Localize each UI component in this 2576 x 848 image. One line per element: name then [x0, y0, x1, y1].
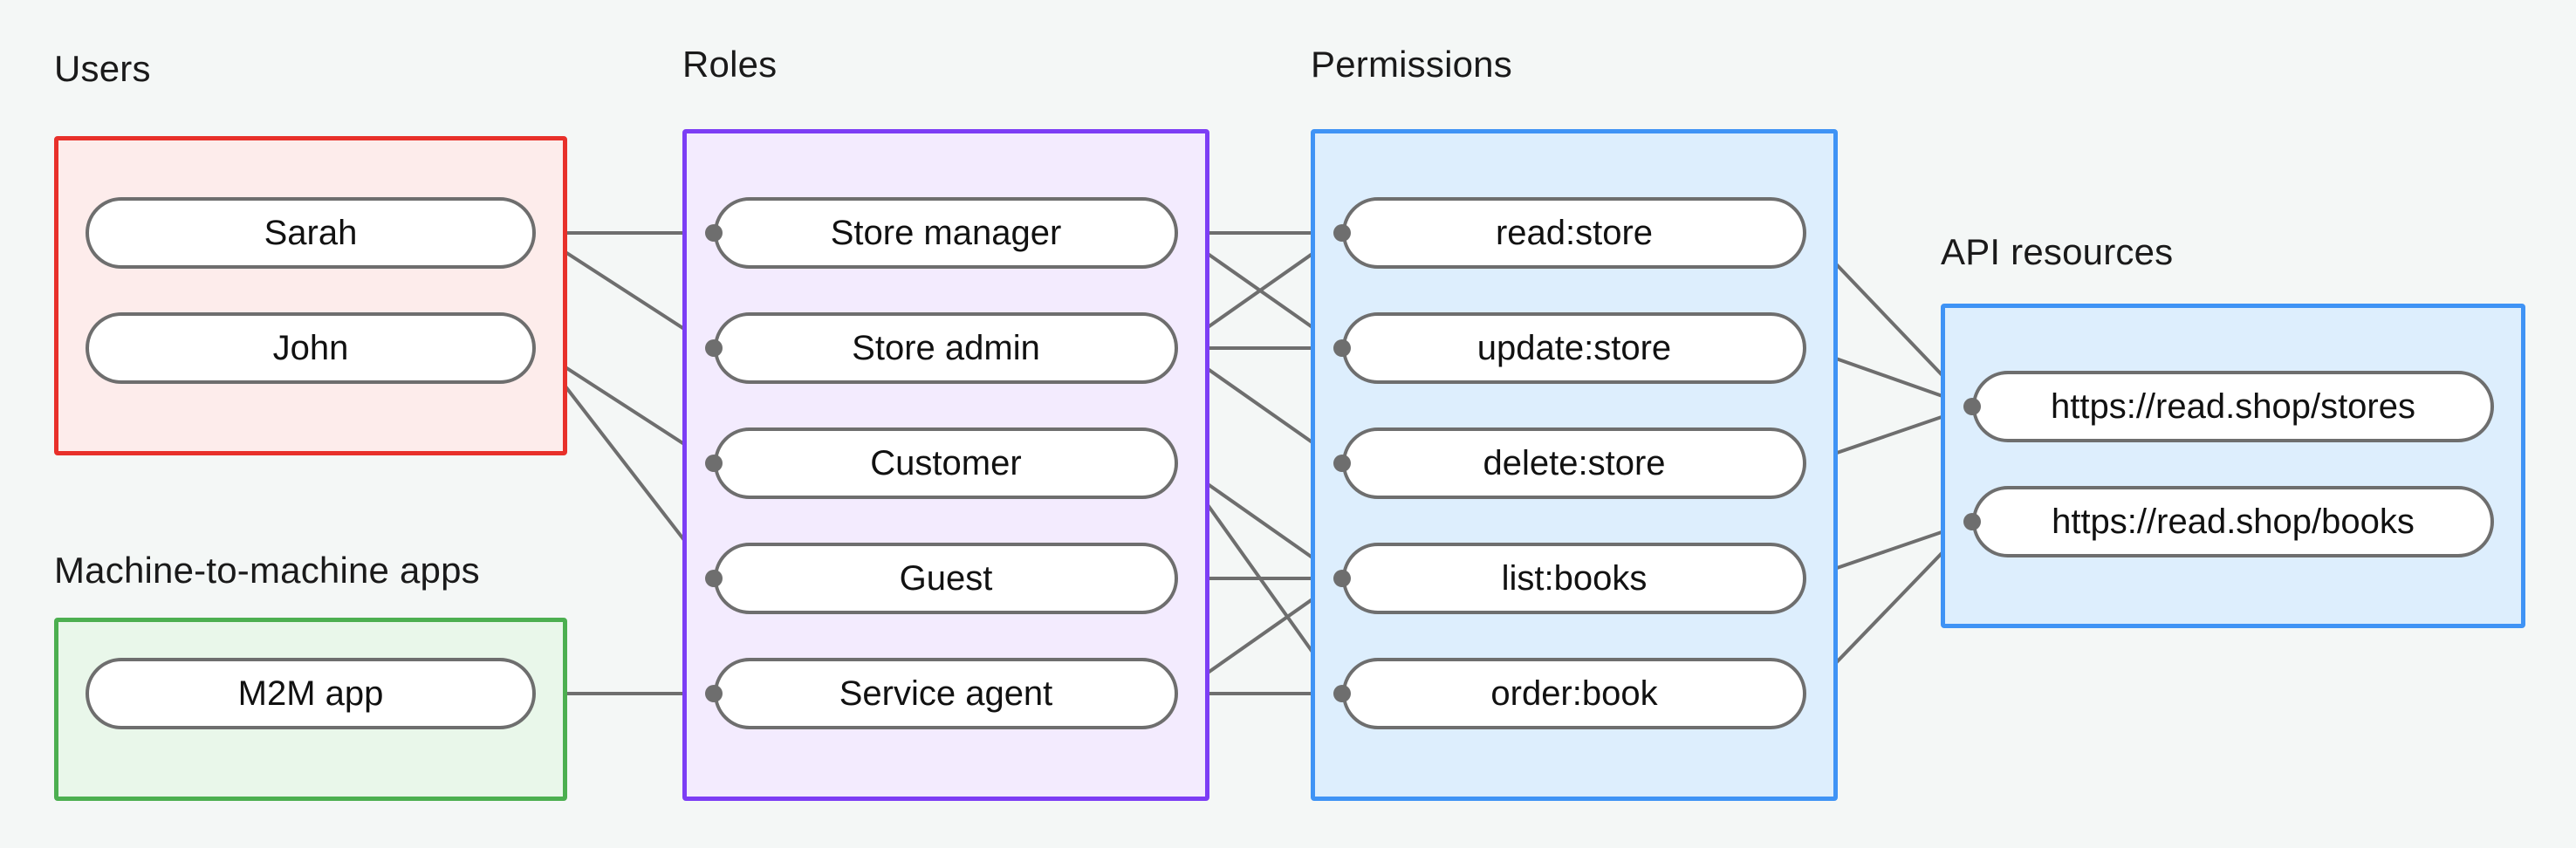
edge-endpoint-dot-store-admin: [705, 339, 723, 357]
node-res-stores[interactable]: https://read.shop/stores: [1972, 371, 2494, 442]
edge-endpoint-dot-delete-store: [1333, 455, 1351, 472]
edge-endpoint-dot-read-store: [1333, 224, 1351, 242]
edge-endpoint-dot-guest: [705, 570, 723, 587]
edge-endpoint-dot-order-book: [1333, 685, 1351, 702]
group-title-api-resources: API resources: [1941, 231, 2174, 272]
node-label-res-stores: https://read.shop/stores: [2050, 386, 2415, 426]
edge-endpoint-dot-store-manager: [705, 224, 723, 242]
node-label-john: John: [272, 328, 349, 367]
node-label-m2mapp: M2M app: [237, 674, 384, 713]
node-read-store[interactable]: read:store: [1342, 197, 1806, 269]
node-label-store-admin: Store admin: [852, 328, 1040, 367]
node-res-books[interactable]: https://read.shop/books: [1972, 486, 2494, 557]
node-m2mapp[interactable]: M2M app: [86, 658, 536, 729]
node-label-guest: Guest: [899, 558, 993, 598]
group-title-users: Users: [54, 48, 151, 89]
node-label-res-books: https://read.shop/books: [2052, 502, 2415, 541]
node-label-service-agent: Service agent: [839, 674, 1053, 713]
node-label-store-manager: Store manager: [830, 213, 1062, 252]
node-store-manager[interactable]: Store manager: [714, 197, 1178, 269]
node-guest[interactable]: Guest: [714, 543, 1178, 614]
group-title-m2m: Machine-to-machine apps: [54, 550, 480, 591]
node-delete-store[interactable]: delete:store: [1342, 427, 1806, 499]
node-label-order-book: order:book: [1490, 674, 1658, 713]
group-box-users: [54, 136, 567, 455]
node-customer[interactable]: Customer: [714, 427, 1178, 499]
edge-endpoint-dot-list-books: [1333, 570, 1351, 587]
group-title-roles: Roles: [682, 44, 778, 85]
node-store-admin[interactable]: Store admin: [714, 312, 1178, 384]
node-service-agent[interactable]: Service agent: [714, 658, 1178, 729]
node-list-books[interactable]: list:books: [1342, 543, 1806, 614]
group-title-permissions: Permissions: [1311, 44, 1512, 85]
node-label-customer: Customer: [870, 443, 1022, 482]
node-label-sarah: Sarah: [264, 213, 358, 252]
edge-endpoint-dot-res-books: [1963, 513, 1981, 530]
node-order-book[interactable]: order:book: [1342, 658, 1806, 729]
edge-endpoint-dot-res-stores: [1963, 398, 1981, 415]
node-label-delete-store: delete:store: [1483, 443, 1666, 482]
node-label-update-store: update:store: [1476, 328, 1672, 367]
edge-endpoint-dot-service-agent: [705, 685, 723, 702]
node-label-read-store: read:store: [1495, 213, 1654, 252]
node-sarah[interactable]: Sarah: [86, 197, 536, 269]
edge-endpoint-dot-customer: [705, 455, 723, 472]
group-box-api-resources: [1941, 304, 2525, 628]
node-john[interactable]: John: [86, 312, 536, 384]
node-update-store[interactable]: update:store: [1342, 312, 1806, 384]
node-label-list-books: list:books: [1501, 558, 1648, 598]
edge-endpoint-dot-update-store: [1333, 339, 1351, 357]
